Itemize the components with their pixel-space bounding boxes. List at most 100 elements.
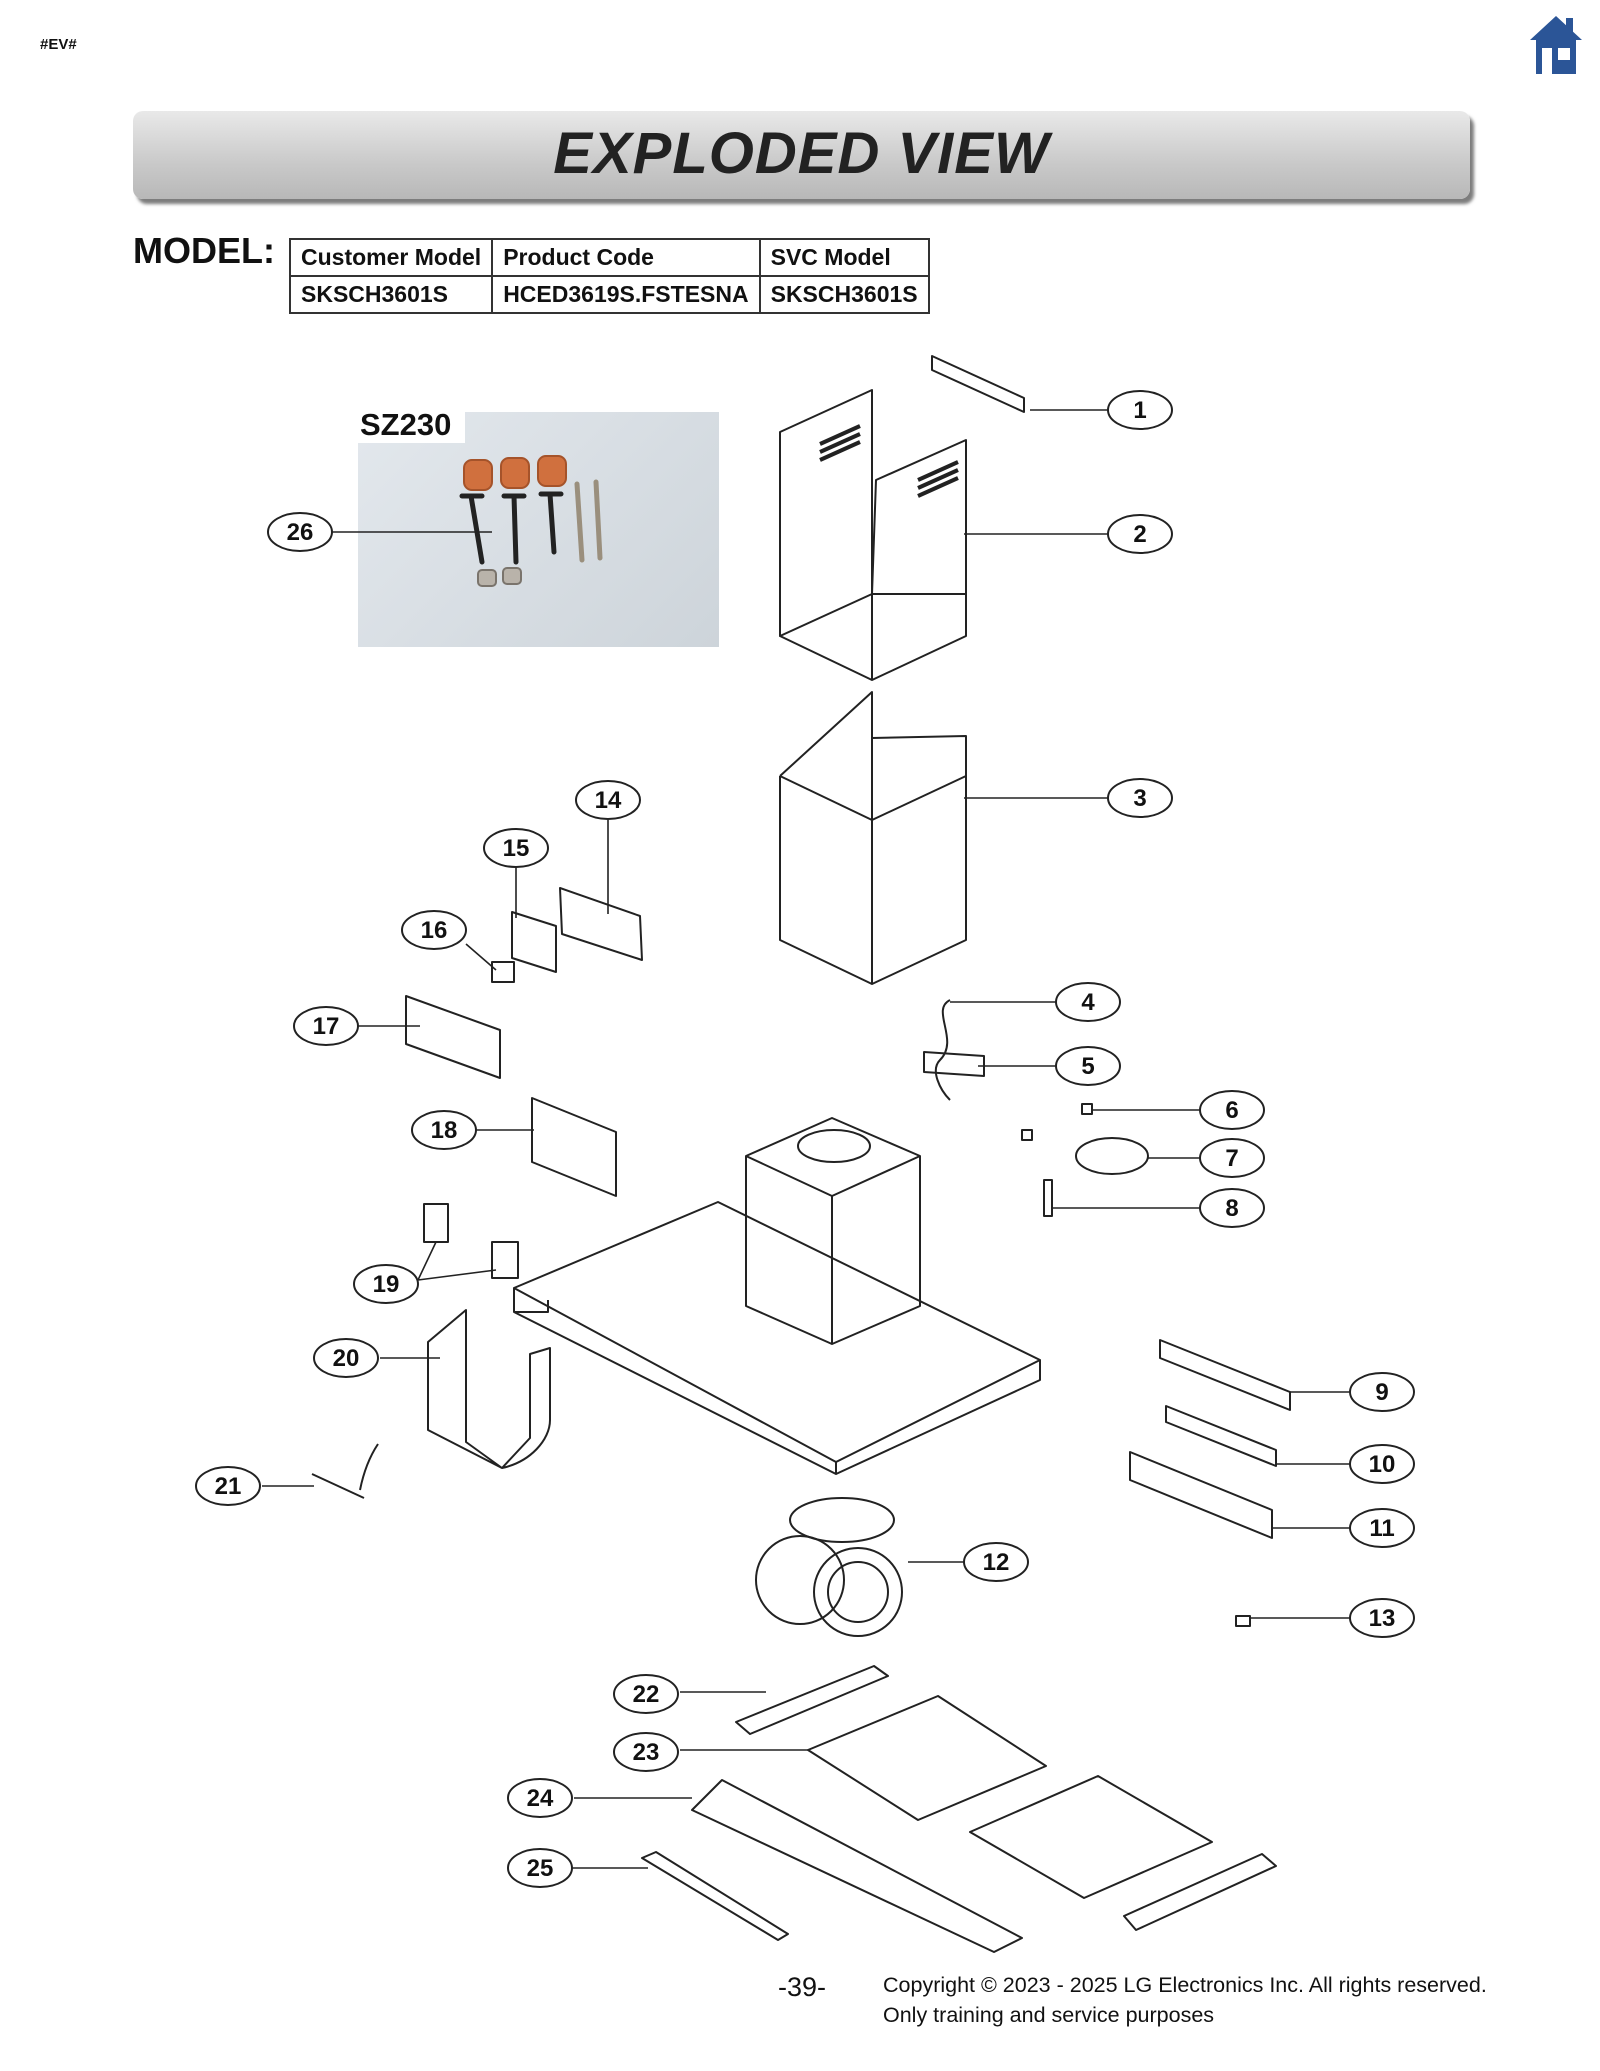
svg-text:12: 12 — [983, 1549, 1010, 1576]
usage-note: Only training and service purposes — [883, 2003, 1215, 2027]
svg-text:25: 25 — [527, 1855, 554, 1882]
svg-text:24: 24 — [527, 1785, 554, 1812]
svg-text:19: 19 — [373, 1271, 400, 1298]
column-header: SVC Model — [758, 238, 930, 277]
svg-text:14: 14 — [595, 787, 622, 814]
product-code-cell: HCED3619S.FSTESNA — [491, 275, 761, 314]
callout-10: 10 — [1349, 1444, 1415, 1484]
model-label: MODEL: — [133, 230, 275, 271]
page-title: EXPLODED VIEW — [553, 121, 1050, 186]
hood-body — [513, 1117, 1041, 1475]
part-16-connector — [491, 961, 515, 983]
clips — [477, 567, 522, 587]
column-header: Product Code — [491, 238, 761, 277]
svg-text:17: 17 — [313, 1013, 340, 1040]
svg-text:20: 20 — [333, 1345, 360, 1372]
svg-text:23: 23 — [633, 1739, 660, 1766]
part-9-rear-channel — [1159, 1339, 1291, 1411]
part-18-control-panel — [531, 1097, 617, 1197]
svg-text:10: 10 — [1369, 1451, 1396, 1478]
callout-26: 26 — [267, 512, 333, 552]
callout-21: 21 — [195, 1466, 261, 1506]
svg-text:21: 21 — [215, 1473, 242, 1500]
black-screws — [459, 491, 564, 565]
part-14-control-frame — [559, 887, 643, 961]
callout-24: 24 — [507, 1778, 573, 1818]
part-25-light-strip — [641, 1851, 789, 1941]
callout-23: 23 — [613, 1732, 679, 1772]
hardware-kit-photo — [358, 412, 719, 647]
callout-7: 7 — [1199, 1138, 1265, 1178]
callout-6: 6 — [1199, 1090, 1265, 1130]
svg-text:3: 3 — [1133, 785, 1146, 812]
table-row: SKSCH3601S HCED3619S.FSTESNA SKSCH3601S — [288, 275, 930, 314]
svg-text:4: 4 — [1081, 989, 1095, 1016]
part-23-grease-filter — [807, 1695, 1047, 1821]
svg-text:26: 26 — [287, 519, 314, 546]
callout-1: 1 — [1107, 390, 1173, 430]
callout-4: 4 — [1055, 982, 1121, 1022]
svc-model-cell: SKSCH3601S — [758, 275, 930, 314]
svg-text:5: 5 — [1081, 1053, 1094, 1080]
svg-text:11: 11 — [1369, 1515, 1394, 1542]
part-8-bracket — [1043, 1179, 1053, 1217]
callout-5: 5 — [1055, 1046, 1121, 1086]
part-22-filter-rail — [735, 1665, 889, 1735]
svg-text:15: 15 — [503, 835, 530, 862]
silver-screws — [574, 479, 603, 563]
part-12-blower-motor — [755, 1497, 903, 1637]
svg-text:16: 16 — [421, 917, 448, 944]
page-tag: #EV# — [40, 36, 77, 53]
copyright-line: Copyright © 2023 - 2025 LG Electronics I… — [883, 1973, 1487, 1997]
callout-9: 9 — [1349, 1372, 1415, 1412]
home-icon[interactable] — [1528, 14, 1584, 76]
customer-model-cell: SKSCH3601S — [288, 275, 494, 314]
callout-11: 11 — [1349, 1508, 1415, 1548]
part-7-damper — [1075, 1137, 1149, 1175]
callout-3: 3 — [1107, 778, 1173, 818]
part-3-lower-chimney — [779, 691, 967, 985]
part-4-wire-harness — [934, 999, 951, 1101]
screws-and-anchors-image — [459, 455, 603, 587]
wall-anchors — [463, 455, 567, 491]
part-2-upper-chimney — [779, 389, 967, 681]
callout-13: 13 — [1349, 1598, 1415, 1638]
part-15-control-board — [511, 911, 557, 973]
table-header-row: Customer Model Product Code SVC Model — [288, 238, 930, 277]
callout-22: 22 — [613, 1674, 679, 1714]
part-17-switch-housing — [405, 995, 501, 1079]
copyright-notice: Copyright © 2023 - 2025 LG Electronics I… — [883, 1970, 1487, 2030]
part-5-junction-box — [923, 1051, 985, 1077]
part-1-mounting-bracket — [931, 355, 1025, 413]
model-table: Customer Model Product Code SVC Model SK… — [288, 238, 930, 314]
callout-19: 19 — [353, 1264, 419, 1304]
part-6-clip — [1081, 1103, 1093, 1115]
callout-2: 2 — [1107, 514, 1173, 554]
callout-16: 16 — [401, 910, 467, 950]
callout-25: 25 — [507, 1848, 573, 1888]
part-10-trim-strip — [1165, 1405, 1277, 1467]
svg-text:6: 6 — [1225, 1097, 1238, 1124]
part-20-side-cover — [427, 1309, 551, 1469]
callout-18: 18 — [411, 1110, 477, 1150]
svg-text:8: 8 — [1225, 1195, 1238, 1222]
callout-14: 14 — [575, 780, 641, 820]
svg-text:18: 18 — [431, 1117, 458, 1144]
page-number: -39- — [778, 1972, 827, 2002]
part-11-front-channel — [1129, 1451, 1273, 1539]
svg-text:13: 13 — [1369, 1605, 1396, 1632]
kit-label: SZ230 — [356, 407, 466, 443]
part-21-light-wiring — [311, 1443, 379, 1499]
column-header: Customer Model — [288, 238, 494, 277]
callout-15: 15 — [483, 828, 549, 868]
part-24-front-panel — [691, 1779, 1023, 1953]
callout-12: 12 — [963, 1542, 1029, 1582]
part-13-clip — [1235, 1615, 1251, 1627]
svg-text:2: 2 — [1133, 521, 1146, 548]
svg-text:7: 7 — [1225, 1145, 1238, 1172]
callout-20: 20 — [313, 1338, 379, 1378]
callout-17: 17 — [293, 1006, 359, 1046]
svg-text:22: 22 — [633, 1681, 660, 1708]
svg-text:1: 1 — [1133, 397, 1146, 424]
